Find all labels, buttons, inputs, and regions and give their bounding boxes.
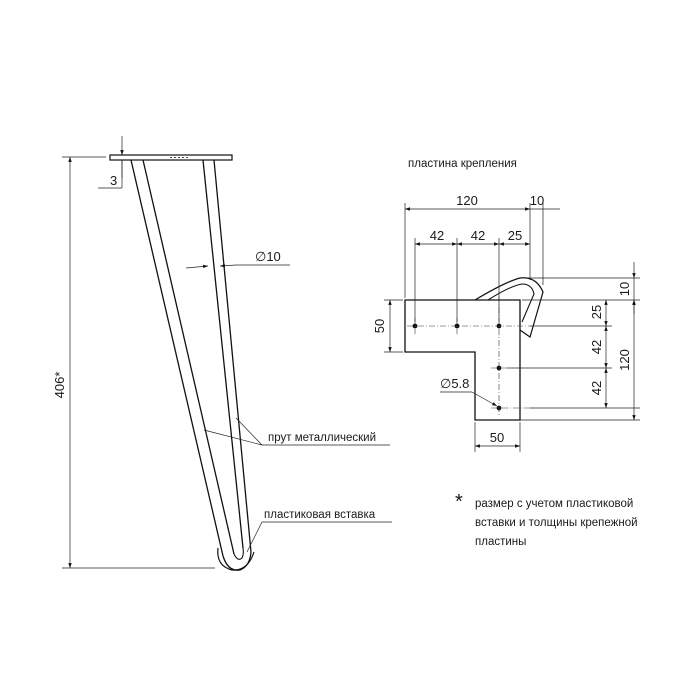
footnote-line-3: пластины (475, 536, 526, 548)
footnote-line-2: вставки и толщины крепежной (475, 517, 638, 529)
dim-plate-thickness-text: 3 (110, 173, 117, 188)
dim-total-height-text: 120 (617, 349, 632, 371)
dim-hole-step-v1-text: 42 (589, 340, 604, 354)
leg-rod-back (130, 159, 235, 557)
callout-rod: прут металлический (203, 417, 390, 446)
dim-plate-height-left: 50 (372, 299, 403, 353)
dim-leg-height-text: 406* (52, 372, 67, 399)
dim-hole-spacing: 42 42 25 (414, 228, 530, 322)
dim-hole-diameter: ∅5.8 (440, 376, 498, 407)
leg-rod-bend (222, 551, 252, 571)
plate-title: пластина крепления (408, 158, 517, 170)
dim-leg-height: 406* (52, 156, 215, 569)
dim-rod-diameter: ∅10 (185, 249, 290, 269)
dim-plate-right: 10 120 25 42 42 (507, 262, 640, 421)
plate-holes (412, 323, 502, 411)
dim-plate-height-left-text: 50 (372, 319, 387, 333)
dim-hole-step-2-text: 42 (471, 228, 485, 243)
hairpin-leg: 406* 3 ∅10 прут металлический (52, 136, 392, 571)
callout-insert: пластиковая вставка (246, 509, 392, 553)
dim-hole-step-v2-text: 42 (589, 381, 604, 395)
dim-hole-edge-text: 25 (508, 228, 522, 243)
dim-plate-bottom-width: 50 (474, 422, 521, 452)
dim-top-offset-text: 10 (617, 282, 632, 296)
footnote: * размер с учетом пластиковой вставки и … (455, 491, 638, 548)
dim-plate-width: 120 10 (404, 193, 560, 298)
dim-hole-diameter-text: ∅5.8 (440, 376, 469, 391)
dim-plate-thickness: 3 (98, 136, 124, 189)
plate-rod-tab (474, 277, 544, 338)
footnote-line-1: размер с учетом пластиковой (475, 498, 633, 510)
rod-label: прут металлический (268, 432, 376, 444)
dim-hole-step-1-text: 42 (430, 228, 444, 243)
dim-bottom-width-text: 50 (490, 430, 504, 445)
dim-tab-text: 10 (530, 193, 544, 208)
leg-rod-front (202, 159, 252, 553)
plate-outline (404, 299, 521, 421)
footnote-marker: * (455, 491, 463, 513)
mounting-plate-detail: пластина крепления (372, 158, 640, 452)
insert-label: пластиковая вставка (264, 509, 376, 521)
plastic-insert (217, 547, 255, 571)
dim-hole-edge-v-text: 25 (589, 305, 604, 319)
dim-plate-width-text: 120 (456, 193, 478, 208)
dim-rod-diameter-text: ∅10 (255, 249, 281, 264)
